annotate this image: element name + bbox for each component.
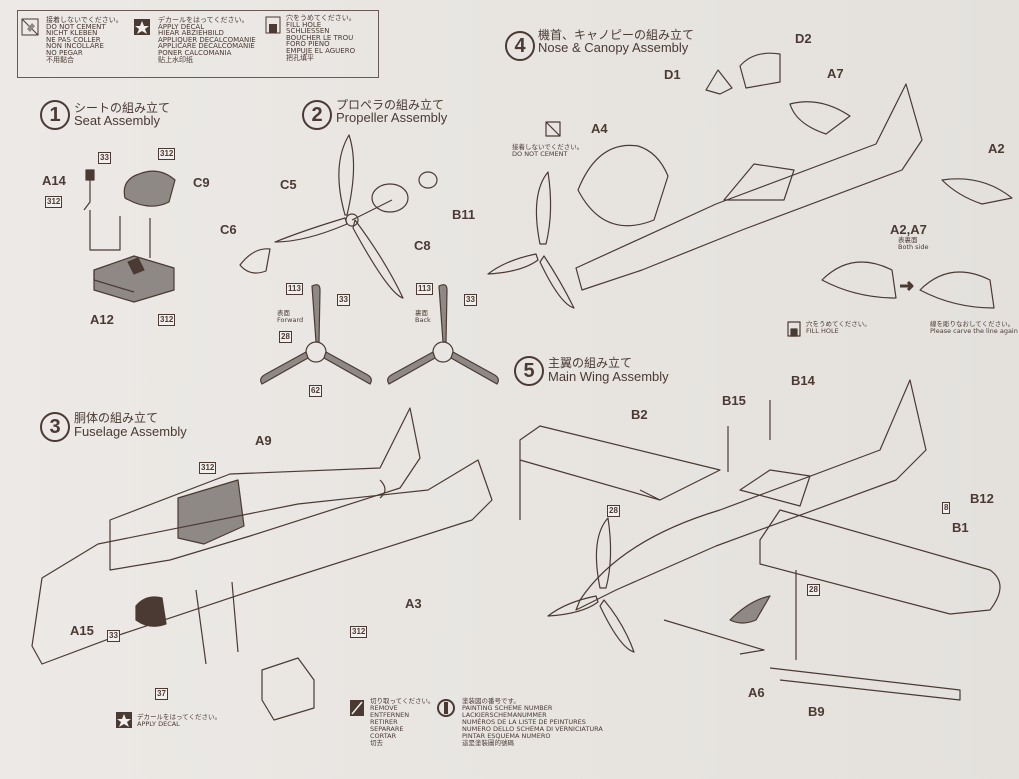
remove-legend-text: 切り取ってください。 REMOVE ENTFERNEN RETIRER SEPA… [370,697,435,747]
nose-canopy-assembly-drawing [487,52,1013,337]
color-code-33: 33 [107,630,120,642]
color-code-312: 312 [158,314,176,326]
part-label-b11: B11 [452,207,476,222]
part-label-c9: C9 [193,175,210,190]
do-not-cement-note: 接着しないでください。 DO NOT CEMENT [512,143,584,158]
part-label-a9: A9 [255,433,272,448]
main-wing-assembly-drawing [519,379,1001,701]
part-label-a2: A2 [988,141,1005,156]
step-5-title-en: Main Wing Assembly [548,369,669,384]
part-label-c8: C8 [414,238,431,253]
color-code-28: 28 [279,331,292,343]
propeller-assembly-drawing [239,134,499,385]
part-label-a4: A4 [591,121,608,136]
step-3-title-jp: 胴体の組み立て [74,411,159,425]
step-3-title-en: Fuselage Assembly [74,424,187,439]
carve-line-note: 線を彫りなおしてください。 Please carve the line agai… [930,320,1018,335]
forward-note: 表面 Forward [277,309,304,324]
step-2-title-jp: プロペラの組み立て [336,98,445,112]
part-label-a2-a7: A2,A7 [890,222,927,237]
legend-icons [21,16,281,36]
color-code-8: 8 [942,502,951,514]
step-number-1: 1 [40,100,70,130]
part-label-a15: A15 [70,623,94,638]
no-cement-legend-text: 接着しないでください。 DO NOT CEMENT NICHT KLEBEN N… [46,16,123,64]
step-5-title-jp: 主翼の組み立て [548,356,633,370]
fuselage-assembly-drawing [31,407,493,721]
color-code-37: 37 [155,688,168,700]
step-1-title-en: Seat Assembly [74,113,160,128]
painting-scheme-legend-text: 塗装図の番号です。 PAINTING SCHEME NUMBER LACKIER… [462,697,603,747]
part-label-d2: D2 [795,31,812,46]
step-number-2: 2 [302,100,332,130]
part-label-b12: B12 [970,491,994,506]
step-4-title-jp: 機首、キャノピーの組み立て [538,28,695,42]
no-cement-icon [21,18,39,36]
seat-assembly-drawing [83,169,176,303]
part-label-d1: D1 [664,67,681,82]
part-label-a7: A7 [827,66,844,81]
part-label-b2: B2 [631,407,648,422]
color-code-113: 113 [286,283,303,295]
apply-decal-bottom-text: デカールをはってください。 APPLY DECAL [137,713,221,728]
part-label-b14: B14 [791,373,815,388]
part-label-c6: C6 [220,222,237,237]
color-code-312: 312 [158,148,176,160]
color-code-33: 33 [337,294,350,306]
step-number-4: 4 [505,31,535,61]
color-code-62: 62 [309,385,322,397]
color-code-312: 312 [45,196,63,208]
part-label-b15: B15 [722,393,746,408]
color-code-113: 113 [416,283,433,295]
apply-decal-icon [134,19,150,35]
color-code-312: 312 [350,626,368,638]
part-label-a6: A6 [748,685,765,700]
color-code-33: 33 [464,294,477,306]
part-label-c5: C5 [280,177,297,192]
color-code-28: 28 [807,584,820,596]
color-code-33: 33 [98,152,111,164]
back-note: 裏面 Back [415,309,431,324]
step-4-title-en: Nose & Canopy Assembly [538,40,689,55]
step-2-title-en: Propeller Assembly [336,110,448,125]
apply-decal-legend-text: デカールをはってください。 APPLY DECAL HIEAR ABZIEHBI… [158,16,256,64]
symbol-legend: 接着しないでください。 DO NOT CEMENT NICHT KLEBEN N… [17,10,379,78]
fill-hole-icon [265,16,281,34]
color-code-312: 312 [199,462,217,474]
part-label-b1: B1 [952,520,969,535]
color-code-28: 28 [607,505,620,517]
step-number-5: 5 [514,356,544,386]
part-label-a3: A3 [405,596,422,611]
step-1-title-jp: シートの組み立て [74,101,171,115]
step-number-3: 3 [40,412,70,442]
fill-hole-legend-text: 穴をうめてください。 FILL HOLE SCHLIESSEN BOUCHER … [286,14,356,62]
part-label-b9: B9 [808,704,825,719]
part-label-a14: A14 [42,173,66,188]
both-side-note: 表裏面 Both side [898,236,929,251]
part-label-a12: A12 [90,312,114,327]
fill-hole-note: 穴をうめてください。 FILL HOLE [806,320,871,335]
